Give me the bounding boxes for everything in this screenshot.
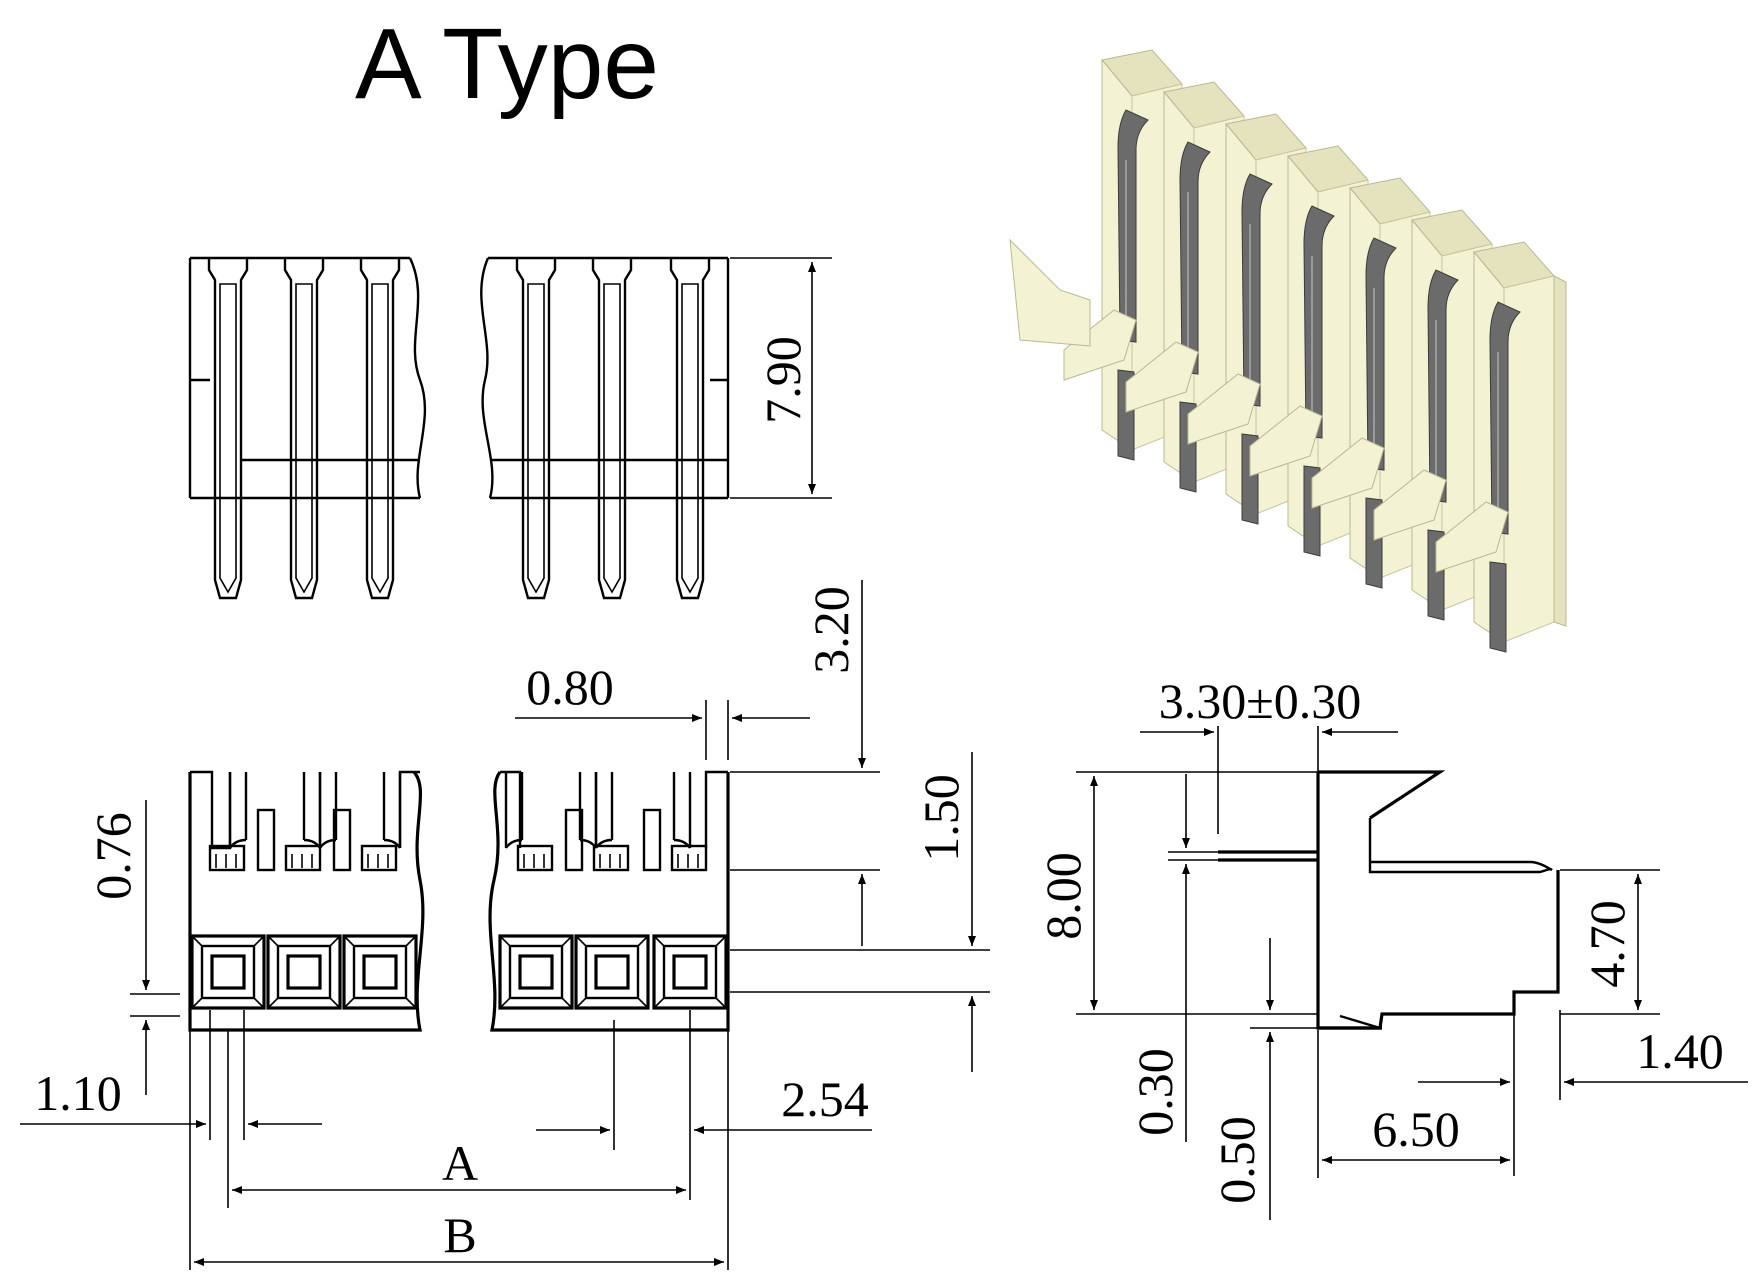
label-6-50: 6.50 xyxy=(1372,1101,1460,1157)
label-A: A xyxy=(442,1135,478,1191)
cavity xyxy=(652,934,728,1010)
front-view xyxy=(188,770,730,1032)
contact-tab xyxy=(284,844,322,872)
label-1-10: 1.10 xyxy=(34,1065,122,1121)
cavity xyxy=(266,934,342,1010)
slot xyxy=(564,808,584,872)
slot xyxy=(642,808,662,872)
top-pin xyxy=(207,258,249,600)
cavity xyxy=(190,934,266,1010)
comb-slot xyxy=(594,772,692,849)
dim-7-90: 7.90 xyxy=(730,257,832,499)
comb-slot xyxy=(318,772,402,849)
contact-tab xyxy=(592,844,630,872)
cavity xyxy=(342,934,418,1010)
front-dimensions: 0.80 3.20 1.50 0.76 1.10 xyxy=(20,580,990,1272)
label-0-30: 0.30 xyxy=(1127,1048,1183,1136)
label-7-90: 7.90 xyxy=(755,336,811,424)
label-0-80: 0.80 xyxy=(526,659,614,715)
cavity xyxy=(498,934,574,1010)
render-left-latch xyxy=(1009,238,1091,347)
contact-tab xyxy=(208,844,246,872)
contact-tab xyxy=(360,844,398,872)
top-view xyxy=(188,256,730,600)
label-0-76: 0.76 xyxy=(85,812,141,900)
label-3-20: 3.20 xyxy=(803,586,859,674)
render-segment xyxy=(1435,241,1555,653)
side-view xyxy=(1218,770,1560,1030)
render-segment xyxy=(1373,209,1493,621)
label-0-50: 0.50 xyxy=(1209,1116,1265,1204)
slot xyxy=(256,808,276,872)
label-B: B xyxy=(443,1207,476,1263)
top-pin xyxy=(359,258,401,600)
label-1-50: 1.50 xyxy=(913,774,969,862)
drawing-title: A Type xyxy=(355,8,659,120)
label-1-40: 1.40 xyxy=(1636,1023,1724,1079)
top-pin xyxy=(669,258,711,600)
label-4-70: 4.70 xyxy=(1579,900,1635,988)
cavity xyxy=(574,934,650,1010)
side-dimensions: 3.30±0.30 8.00 0.30 0.50 4.70 xyxy=(1035,673,1748,1220)
render-endcap xyxy=(1553,275,1567,627)
top-pin xyxy=(515,258,557,600)
slot xyxy=(332,808,352,872)
contact-tab xyxy=(670,844,708,872)
top-pin xyxy=(591,258,633,600)
top-pin xyxy=(283,258,325,600)
label-2-54: 2.54 xyxy=(781,1071,869,1127)
connector-3d-render xyxy=(1009,49,1567,653)
label-8-00: 8.00 xyxy=(1035,852,1091,940)
contact-tab xyxy=(516,844,554,872)
label-3-30: 3.30±0.30 xyxy=(1159,673,1361,729)
